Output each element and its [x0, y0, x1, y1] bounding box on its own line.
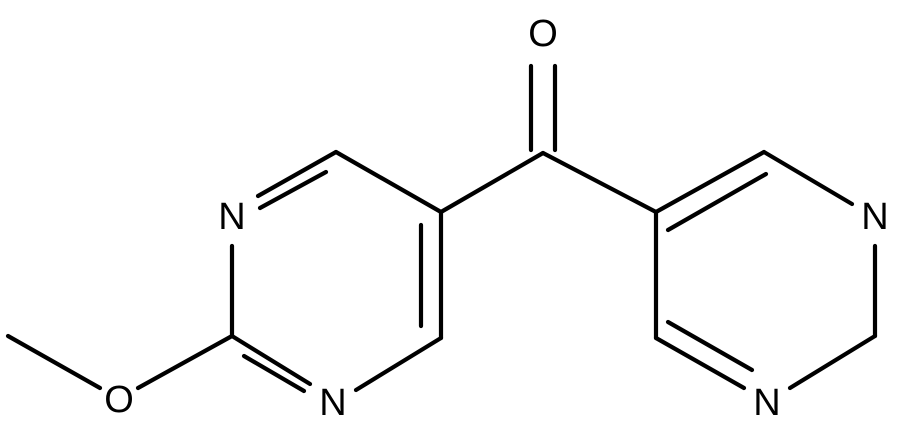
left-ring-n3-label: N: [319, 382, 346, 424]
carbonyl-double-bond: [528, 63, 558, 153]
methoxy-oxygen-label: O: [104, 379, 134, 421]
methoxy-group: [5, 333, 235, 391]
carbonyl-to-left-ring-bond: [438, 150, 546, 215]
right-ring-n3-label: N: [753, 382, 780, 424]
left-pyrimidine-ring: [229, 149, 444, 394]
left-ring-n1-label: N: [218, 196, 245, 238]
right-pyrimidine-ring: [653, 149, 878, 391]
carbonyl-oxygen-label: O: [528, 13, 558, 55]
right-ring-n1-label: N: [861, 196, 888, 238]
carbonyl-to-right-ring-bond: [540, 150, 659, 215]
